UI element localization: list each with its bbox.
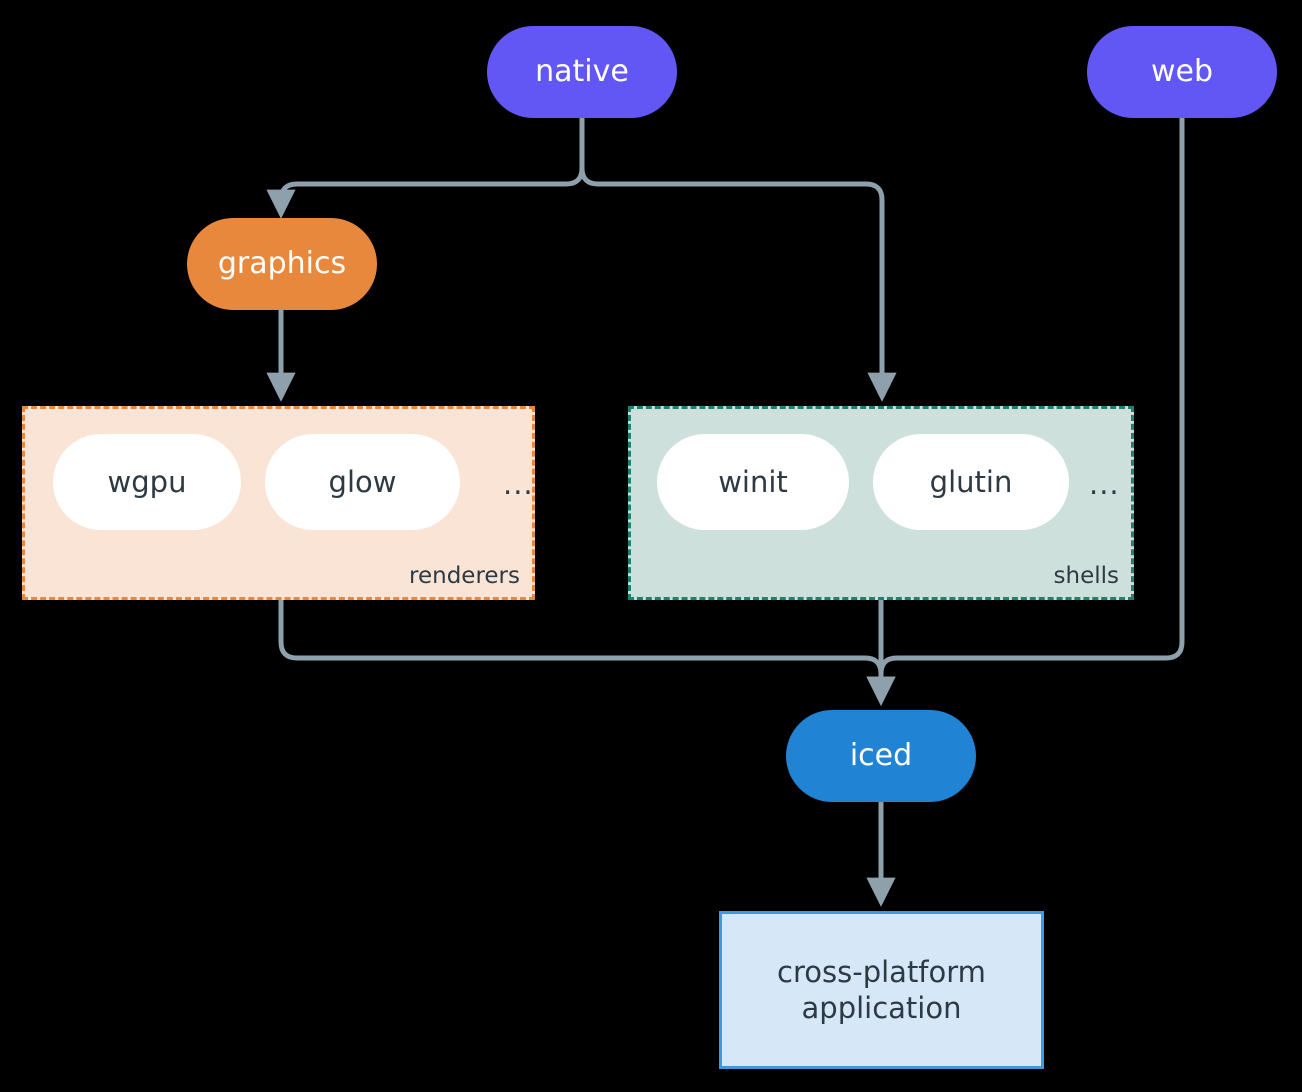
- edge-renderers-to-iced: [278, 597, 896, 706]
- node-wgpu[interactable]: wgpu: [53, 434, 241, 530]
- group-renderers: wgpu glow ... renderers: [22, 406, 535, 600]
- node-glutin[interactable]: glutin: [873, 434, 1069, 530]
- renderers-ellipsis: ...: [503, 467, 534, 501]
- node-iced-label: iced: [849, 738, 913, 774]
- group-shells-label: shells: [1053, 563, 1119, 589]
- node-winit[interactable]: winit: [657, 434, 849, 530]
- node-native-label: native: [535, 54, 629, 90]
- node-glow[interactable]: glow: [265, 434, 460, 530]
- node-web[interactable]: web: [1087, 26, 1277, 118]
- application-label-line2: application: [801, 991, 962, 1025]
- node-glutin-label: glutin: [929, 465, 1013, 499]
- shells-ellipsis: ...: [1089, 467, 1120, 501]
- node-graphics-label: graphics: [217, 246, 347, 282]
- node-wgpu-label: wgpu: [107, 465, 187, 499]
- node-glow-label: glow: [328, 465, 397, 499]
- node-winit-label: winit: [718, 465, 788, 499]
- node-cross-platform-application[interactable]: cross-platform application: [719, 911, 1044, 1069]
- node-iced[interactable]: iced: [786, 710, 976, 802]
- edge-native-to-shells: [579, 115, 897, 402]
- edge-native-to-graphics: [266, 115, 585, 219]
- node-native[interactable]: native: [487, 26, 677, 118]
- node-graphics[interactable]: graphics: [187, 218, 377, 310]
- group-shells: winit glutin ... shells: [628, 406, 1134, 600]
- node-web-label: web: [1150, 54, 1214, 90]
- application-label-line1: cross-platform: [777, 954, 986, 989]
- group-renderers-label: renderers: [409, 563, 520, 589]
